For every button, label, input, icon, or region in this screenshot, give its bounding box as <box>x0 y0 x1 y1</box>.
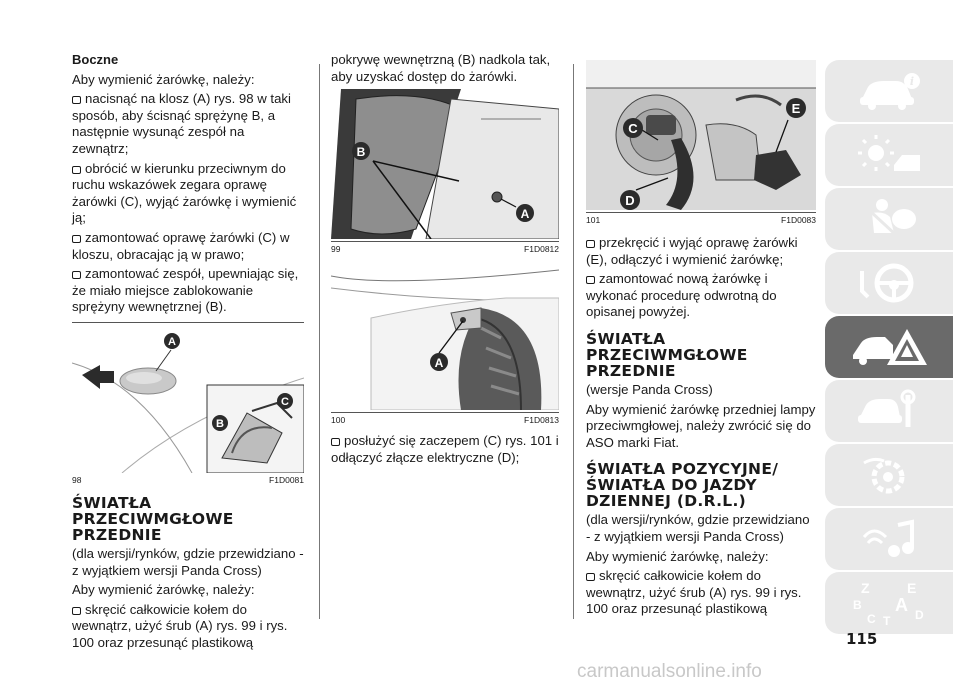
label-A: A <box>435 356 444 370</box>
tab-emergency[interactable] <box>825 316 953 378</box>
section-title-position-drl: ŚWIATŁA POZYCYJNE/ŚWIATŁA DO JAZDY DZIEN… <box>586 460 779 511</box>
section-note: (dla wersji/rynków, gdzie przewidziano -… <box>72 545 304 578</box>
label-D: D <box>625 193 634 208</box>
bullet-item: nacisnąć na klosz (A) rys. 98 w taki spo… <box>72 91 291 156</box>
tab-multimedia[interactable] <box>825 508 953 570</box>
checkbox-bullet-icon <box>72 234 81 243</box>
page-number: 115 <box>846 630 878 648</box>
column-2: pokrywę wewnętrzną (B) nadkola tak, aby … <box>331 52 559 469</box>
dashboard-lights-icon <box>858 135 920 171</box>
svg-text:i: i <box>910 75 914 88</box>
checkbox-bullet-icon <box>331 438 340 447</box>
checkbox-bullet-icon <box>72 271 81 280</box>
svg-text:E: E <box>907 580 916 596</box>
section-title-fog-lights-cross: ŚWIATŁA PRZECIWMGŁOWE PRZEDNIE <box>586 329 748 380</box>
tab-dashboard-lights[interactable] <box>825 124 953 186</box>
tab-alphabetical-index[interactable]: Z E B A C T D <box>825 572 953 634</box>
bullet-item: zamontować nową żarówkę i wykonać proced… <box>586 271 777 320</box>
svg-text:C: C <box>867 612 876 626</box>
section-note: (dla wersji/rynków, gdzie przewidziano -… <box>586 512 810 544</box>
label-B: B <box>216 418 224 430</box>
bullet-item: przekręcić i wyjąć oprawę żarówki (E), o… <box>586 235 798 267</box>
underbody-illustration: A <box>331 269 559 411</box>
watermark: carmanualsonline.info <box>577 661 762 682</box>
car-maintenance-icon <box>858 389 916 427</box>
emergency-warning-icon <box>853 329 927 365</box>
alphabetical-index-icon: Z E B A C T D <box>853 580 924 627</box>
car-info-icon: i <box>860 73 920 110</box>
label-C: C <box>281 396 289 408</box>
bullet-item: posłużyć się zaczepem (C) rys. 101 i odł… <box>331 433 559 465</box>
checkbox-bullet-icon <box>586 240 595 248</box>
bullet-item: obrócić w kierunku przeciwnym do ruchu w… <box>72 160 297 226</box>
bullet-item: skręcić całkowicie kołem do wewnątrz, uż… <box>72 601 288 650</box>
label-E: E <box>792 101 801 116</box>
multimedia-icon <box>862 519 914 557</box>
bullet-item: zamontować zespół, upewniając się, że mi… <box>72 266 299 315</box>
checkbox-bullet-icon <box>72 165 81 174</box>
label-B: B <box>357 145 366 159</box>
intro-text: Aby wymienić żarówkę, należy: <box>72 71 255 87</box>
tab-maintenance[interactable] <box>825 380 953 442</box>
continuation-text: pokrywę wewnętrzną (B) nadkola tak, aby … <box>331 52 551 84</box>
svg-text:D: D <box>915 608 924 622</box>
intro-text: Aby wymienić żarówkę, należy: <box>586 548 769 564</box>
checkbox-bullet-icon <box>72 606 81 615</box>
chapter-sidebar: i <box>825 60 957 636</box>
tab-driving[interactable] <box>825 252 953 314</box>
tab-safety[interactable] <box>825 188 953 250</box>
technical-data-icon <box>863 457 905 494</box>
bullet-item: skręcić całkowicie kołem do wewnątrz, uż… <box>586 568 802 617</box>
label-C: C <box>628 121 638 136</box>
section-title-fog-lights: ŚWIATŁA PRZECIWMGŁOWE PRZEDNIE <box>72 493 234 544</box>
tab-car-info[interactable]: i <box>825 60 953 122</box>
column-1: Boczne Aby wymienić żarówkę, należy: nac… <box>72 52 304 654</box>
checkbox-bullet-icon <box>586 276 595 285</box>
tab-technical-data[interactable] <box>825 444 953 506</box>
column-divider <box>573 64 574 619</box>
label-A: A <box>521 207 530 221</box>
svg-text:T: T <box>883 614 891 627</box>
checkbox-bullet-icon <box>72 96 81 105</box>
svg-text:B: B <box>853 598 862 612</box>
checkbox-bullet-icon <box>586 573 595 582</box>
airbag-seatbelt-icon <box>868 199 916 237</box>
heading-side: Boczne <box>72 52 119 67</box>
steering-wheel-icon <box>860 263 914 303</box>
fog-lamp-bulb-illustration: C E D <box>586 60 816 210</box>
svg-text:Z: Z <box>861 580 870 596</box>
side-indicator-illustration: A B C <box>72 332 304 473</box>
svg-text:A: A <box>895 595 908 615</box>
wheel-arch-illustration: B A <box>331 89 559 240</box>
intro-text: Aby wymienić żarówkę, należy: <box>72 582 255 598</box>
section-note: (wersje Panda Cross) <box>586 381 713 397</box>
bullet-item: zamontować oprawę żarówki (C) w kloszu, … <box>72 229 290 262</box>
label-A: A <box>168 336 176 348</box>
section-text: Aby wymienić żarówkę przedniej lampy prz… <box>586 401 816 450</box>
column-divider <box>319 64 320 619</box>
